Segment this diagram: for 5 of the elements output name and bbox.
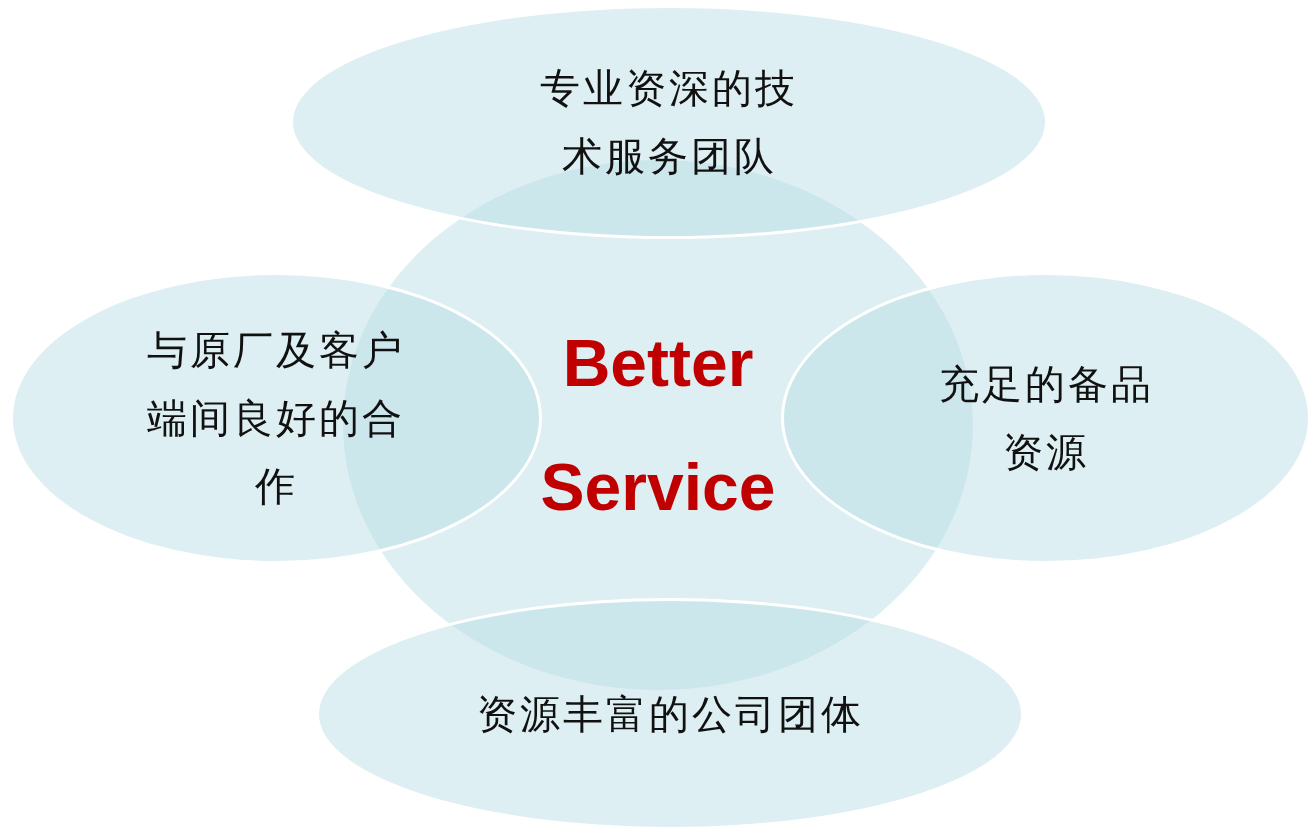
ellipse-label: 与原厂及客户端间良好的合作: [146, 326, 406, 511]
ellipse-label: 资源丰富的公司团体: [475, 690, 865, 739]
center-title: Better Service: [539, 325, 777, 526]
ellipse-label: 充足的备品资源: [937, 360, 1155, 477]
ellipse-label: 专业资深的技术服务团队: [539, 64, 799, 181]
